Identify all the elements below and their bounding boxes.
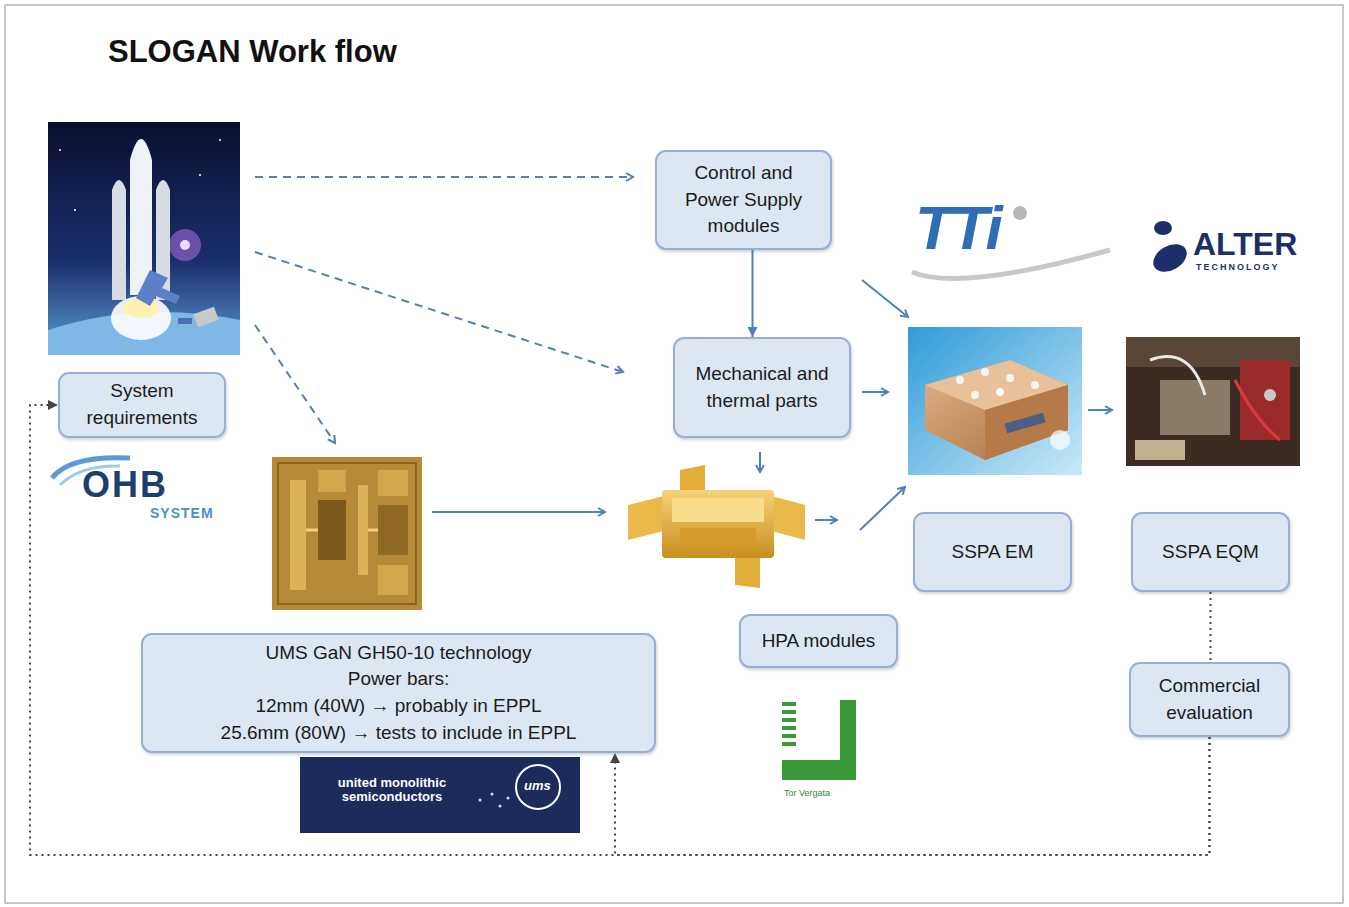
rocket-picture	[48, 122, 240, 355]
frame	[5, 5, 1343, 903]
ums-logo	[300, 757, 580, 833]
diagram-title: SLOGAN Work flow	[108, 34, 397, 70]
process-box: Control and Power Supply modules	[655, 150, 832, 250]
box-text: System requirements	[70, 378, 214, 431]
hpa-module-picture	[628, 465, 805, 588]
tor-vergata-logo	[782, 700, 856, 780]
box-text: SSPA EQM	[1162, 539, 1259, 566]
logo-text: Tor Vergata	[784, 788, 830, 798]
process-box: HPA modules	[739, 614, 898, 668]
process-box: SSPA EQM	[1131, 512, 1290, 592]
connector	[748, 250, 758, 337]
logo-text: united monolithic semiconductors	[322, 776, 462, 803]
process-box: UMS GaN GH50-10 technologyPower bars:12m…	[141, 633, 656, 753]
box-text: SSPA EM	[951, 539, 1033, 566]
chip-picture	[272, 457, 422, 610]
process-box: Commercial evaluation	[1129, 662, 1290, 737]
box-text: Power bars:	[348, 666, 449, 693]
box-text: 12mm (40W) → probably in EPPL	[255, 693, 541, 720]
connector	[610, 737, 1210, 855]
logo-text: ums	[524, 778, 551, 793]
sspa-eqm-picture	[1126, 337, 1300, 466]
box-text: 25.6mm (80W) → tests to include in EPPL	[221, 720, 577, 747]
logo-text: TECHNOLOGY	[1196, 262, 1280, 272]
box-text: Commercial evaluation	[1141, 673, 1278, 726]
connector	[1210, 592, 1211, 662]
connector	[30, 400, 1210, 855]
process-box: System requirements	[58, 372, 226, 438]
box-text: Control and Power Supply modules	[667, 160, 820, 240]
alter-mark	[1148, 239, 1191, 278]
process-box: SSPA EM	[913, 512, 1072, 592]
alter-mark	[1154, 221, 1172, 235]
box-text: HPA modules	[762, 628, 876, 655]
box-text: UMS GaN GH50-10 technology	[265, 640, 531, 667]
logo-text: SYSTEM	[150, 505, 214, 521]
sspa-em-picture	[908, 327, 1082, 475]
process-box: Mechanical and thermal parts	[673, 337, 851, 438]
box-text: Mechanical and thermal parts	[685, 361, 839, 414]
tti-dot	[1013, 206, 1027, 220]
logo-text: OHB	[82, 464, 168, 506]
logo-text: ALTER	[1193, 226, 1297, 263]
ums-logo-ring	[516, 765, 560, 809]
logo-text: TTi	[915, 192, 1001, 263]
